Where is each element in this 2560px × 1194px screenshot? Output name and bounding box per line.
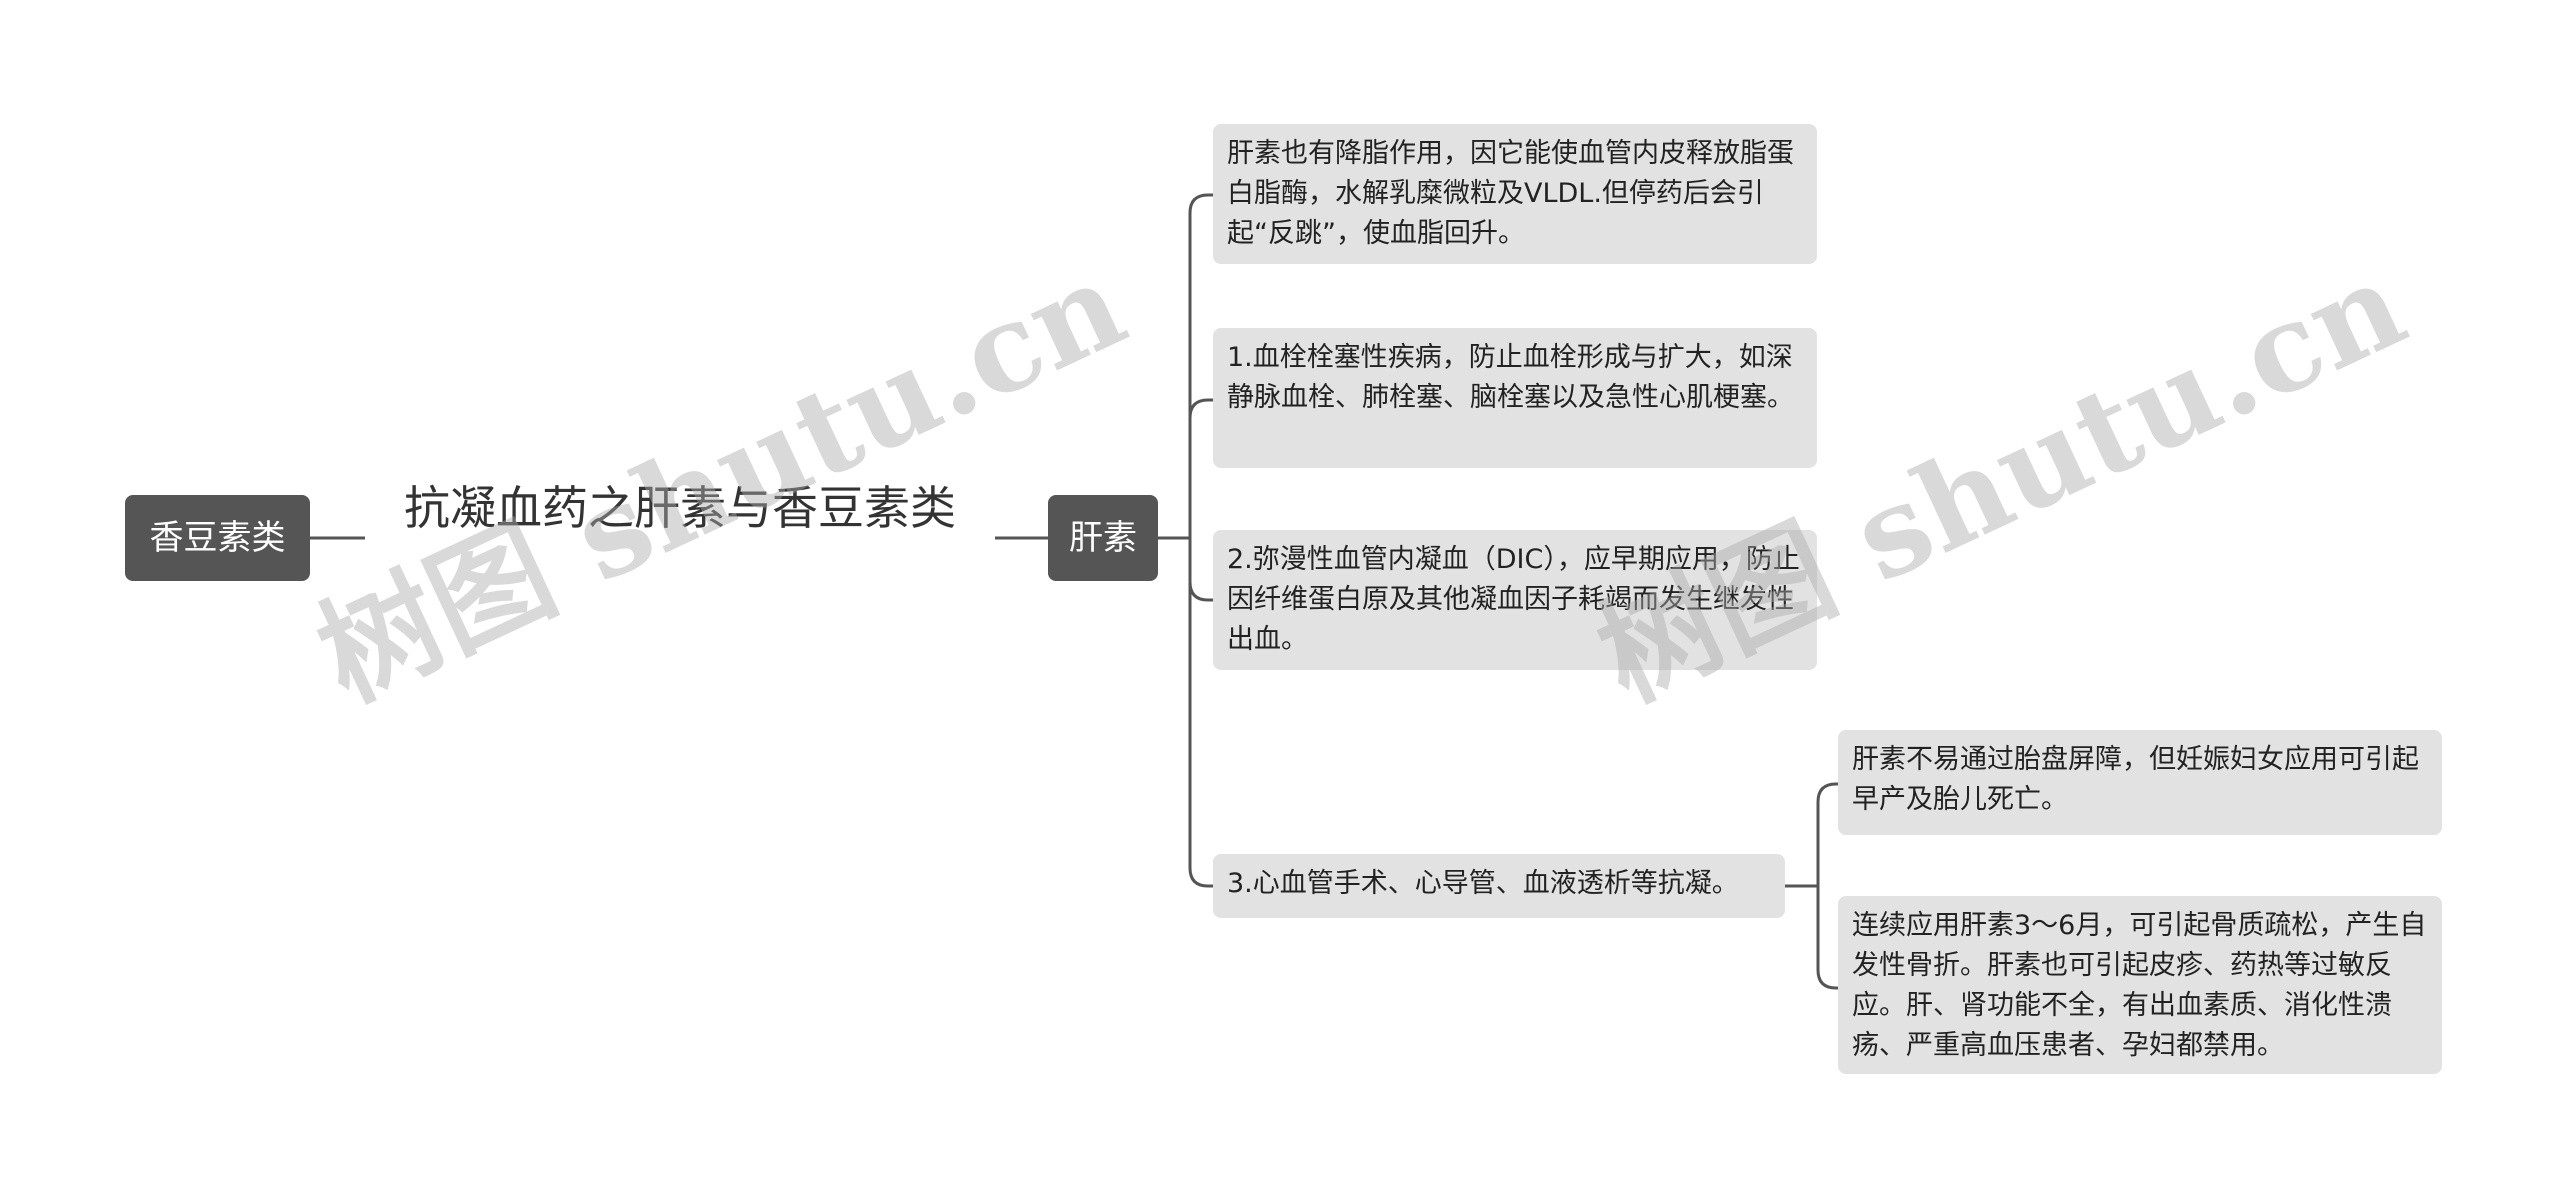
branch-3[interactable]: 2.弥漫性血管内凝血（DIC），应早期应用，防止因纤维蛋白原及其他凝血因子耗竭而… <box>1213 530 1817 670</box>
connector-bus-branch-2 <box>1188 398 1215 419</box>
connector-bus-branch-1 <box>1188 193 1215 538</box>
branch-4-child-2[interactable]: 连续应用肝素3～6月，可引起骨质疏松，产生自发性骨折。肝素也可引起皮疹、药热等过… <box>1838 896 2442 1074</box>
connector-bus-branch-4 <box>1188 538 1215 888</box>
topic-main[interactable]: 肝素 <box>1048 495 1158 581</box>
topic-left[interactable]: 香豆素类 <box>125 495 310 581</box>
branch-1[interactable]: 肝素也有降脂作用，因它能使血管内皮释放脂蛋白脂酶，水解乳糜微粒及VLDL.但停药… <box>1213 124 1817 264</box>
connector-branch4-child-2 <box>1816 886 1840 990</box>
root-topic[interactable]: 抗凝血药之肝素与香豆素类 <box>404 481 956 535</box>
connector-bus-branch-3 <box>1188 581 1215 602</box>
connector-branch4-child-1 <box>1816 782 1840 886</box>
branch-4[interactable]: 3.心血管手术、心导管、血液透析等抗凝。 <box>1213 854 1785 918</box>
branch-4-child-1[interactable]: 肝素不易通过胎盘屏障，但妊娠妇女应用可引起早产及胎儿死亡。 <box>1838 730 2442 835</box>
branch-2[interactable]: 1.血栓栓塞性疾病，防止血栓形成与扩大，如深静脉血栓、肺栓塞、脑栓塞以及急性心肌… <box>1213 328 1817 468</box>
